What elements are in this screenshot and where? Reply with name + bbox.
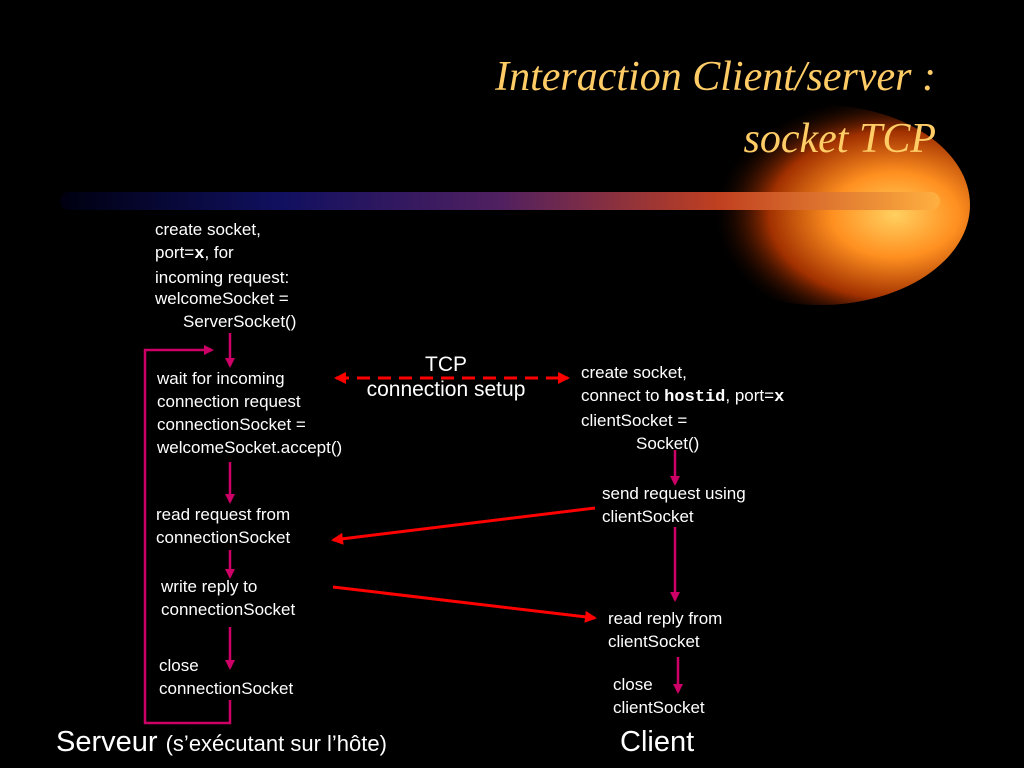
flow-loop-server <box>143 345 232 725</box>
server-wait-connection: wait for incoming connection request con… <box>157 369 343 457</box>
title-line-2: socket TCP <box>743 116 936 162</box>
footer-server-label: Serveur (s’exécutant sur l’hôte) <box>56 726 387 758</box>
client-send-request: send request using clientSocket <box>602 484 746 526</box>
tcp-setup-label: TCP connection setup <box>366 353 526 401</box>
reply-arrow <box>332 585 597 623</box>
footer-client-label: Client <box>620 726 695 758</box>
client-create-socket: create socket, connect to hostid, port=x… <box>581 363 785 453</box>
decor-beam <box>60 192 940 210</box>
client-close: close clientSocket <box>613 675 705 717</box>
server-read-request: read request from connectionSocket <box>156 505 291 547</box>
server-write-reply: write reply to connectionSocket <box>161 577 296 619</box>
title-line-1: Interaction Client/server : <box>495 54 936 100</box>
server-create-socket: create socket, port=x, for incoming requ… <box>155 220 297 331</box>
server-close: close connectionSocket <box>159 656 294 698</box>
client-read-reply: read reply from clientSocket <box>608 609 723 651</box>
request-arrow <box>331 506 596 545</box>
